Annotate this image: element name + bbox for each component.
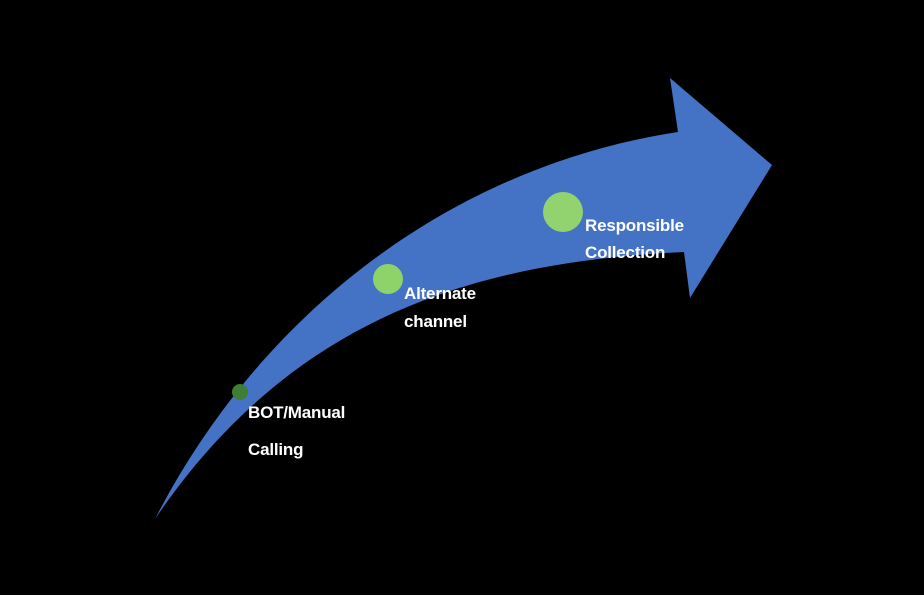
milestone-label-1-line2: Calling (248, 440, 304, 459)
curved-arrow (155, 78, 772, 519)
milestone-marker-2 (373, 264, 403, 294)
milestone-label-1-line1: BOT/Manual (248, 403, 346, 422)
milestone-label-2-line1: Alternate (404, 284, 476, 303)
milestone-label-2-line2: channel (404, 312, 467, 331)
milestone-label-2: Alternate channel (404, 280, 476, 336)
milestone-marker-3 (543, 192, 583, 232)
milestone-marker-1 (232, 384, 248, 400)
milestone-label-1: BOT/Manual Calling (248, 394, 345, 468)
milestone-label-3-line1: Responsible (585, 216, 684, 235)
milestone-label-3-line2: Collection (585, 243, 666, 262)
milestone-label-3: Responsible Collection (585, 212, 684, 266)
